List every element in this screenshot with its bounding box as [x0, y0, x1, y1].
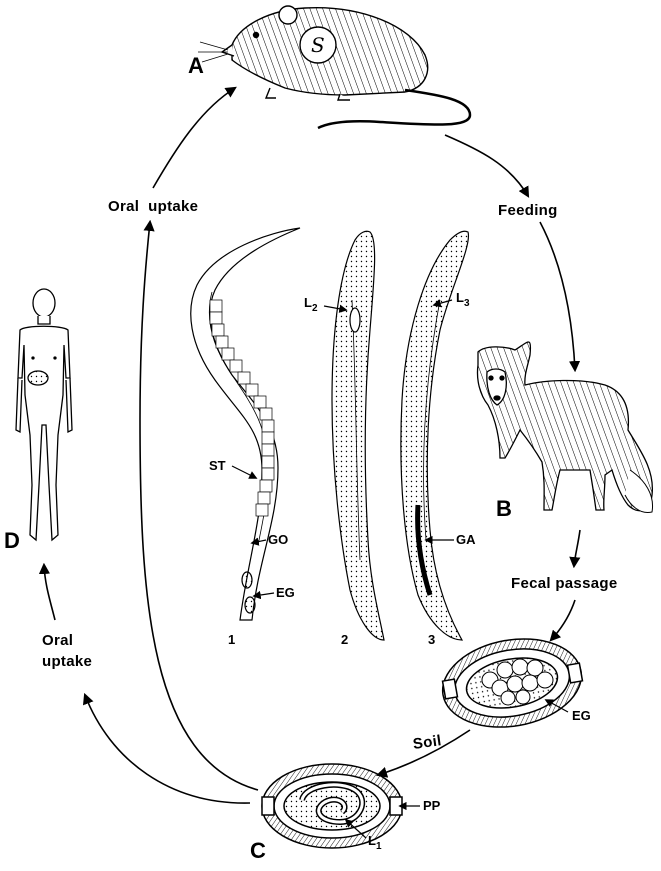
rodent-illustration: S [198, 5, 472, 130]
arrow-fox-to-fecal [569, 529, 581, 569]
arrow-fecal-to-egg [549, 599, 576, 642]
arrow-rodent-to-feeding [444, 134, 530, 198]
arrow-label-fecal-passage: Fecal passage [511, 575, 618, 592]
arrow-label-oral-uptake-bottom-1: Oral [42, 632, 74, 649]
egg-fecal-illustration [441, 638, 584, 728]
label-st: ST [209, 458, 226, 473]
stage-label-d: D [4, 528, 20, 553]
arrow-soil [375, 729, 471, 778]
cycle-arrows [38, 86, 581, 804]
label-pp: PP [423, 798, 441, 813]
arrow-label-soil: Soil [411, 732, 443, 753]
leader-lines [231, 299, 569, 839]
stage-label-a: A [188, 53, 204, 78]
arrow-label-oral-uptake-top: Oral uptake [108, 198, 199, 215]
egg-soil-illustration [261, 763, 403, 849]
arrow-egg-to-oral-uptake [82, 692, 251, 804]
label-go: GO [268, 532, 289, 547]
panel-number-2: 2 [341, 632, 349, 647]
human-illustration [15, 288, 73, 542]
label-eg-worm: EG [276, 585, 295, 600]
arrow-oral-uptake-to-rodent [139, 219, 259, 791]
svg-text:S: S [311, 33, 325, 57]
label-l1-sub: 1 [375, 841, 382, 852]
label-l2: L2 [304, 295, 318, 314]
panel-number-3: 3 [428, 632, 436, 647]
stage-label-c: C [250, 838, 266, 863]
arrow-feeding-to-fox [539, 221, 581, 373]
label-l3-main: L [456, 290, 464, 305]
panel-number-1: 1 [228, 632, 236, 647]
label-l2-main: L [304, 295, 312, 310]
label-l3-sub: 3 [463, 298, 470, 309]
label-l1: L1 [368, 833, 382, 852]
label-l1-main: L [368, 833, 376, 848]
label-l2-sub: 2 [311, 303, 318, 314]
arrow-label-oral-uptake-bottom-2: uptake [42, 653, 93, 670]
worm-1-illustration [190, 227, 301, 621]
fox-illustration [476, 341, 654, 514]
arrow-oral-uptake-top-to-rodent [152, 86, 237, 189]
stage-label-b: B [496, 496, 512, 521]
worm-2-illustration [331, 230, 385, 641]
label-eg-egg: EG [572, 708, 591, 723]
arrow-label-feeding: Feeding [498, 202, 558, 219]
label-ga: GA [456, 532, 476, 547]
label-l3: L3 [456, 290, 470, 309]
worm-3-illustration [400, 230, 470, 641]
arrow-oral-uptake-to-human [38, 562, 56, 621]
